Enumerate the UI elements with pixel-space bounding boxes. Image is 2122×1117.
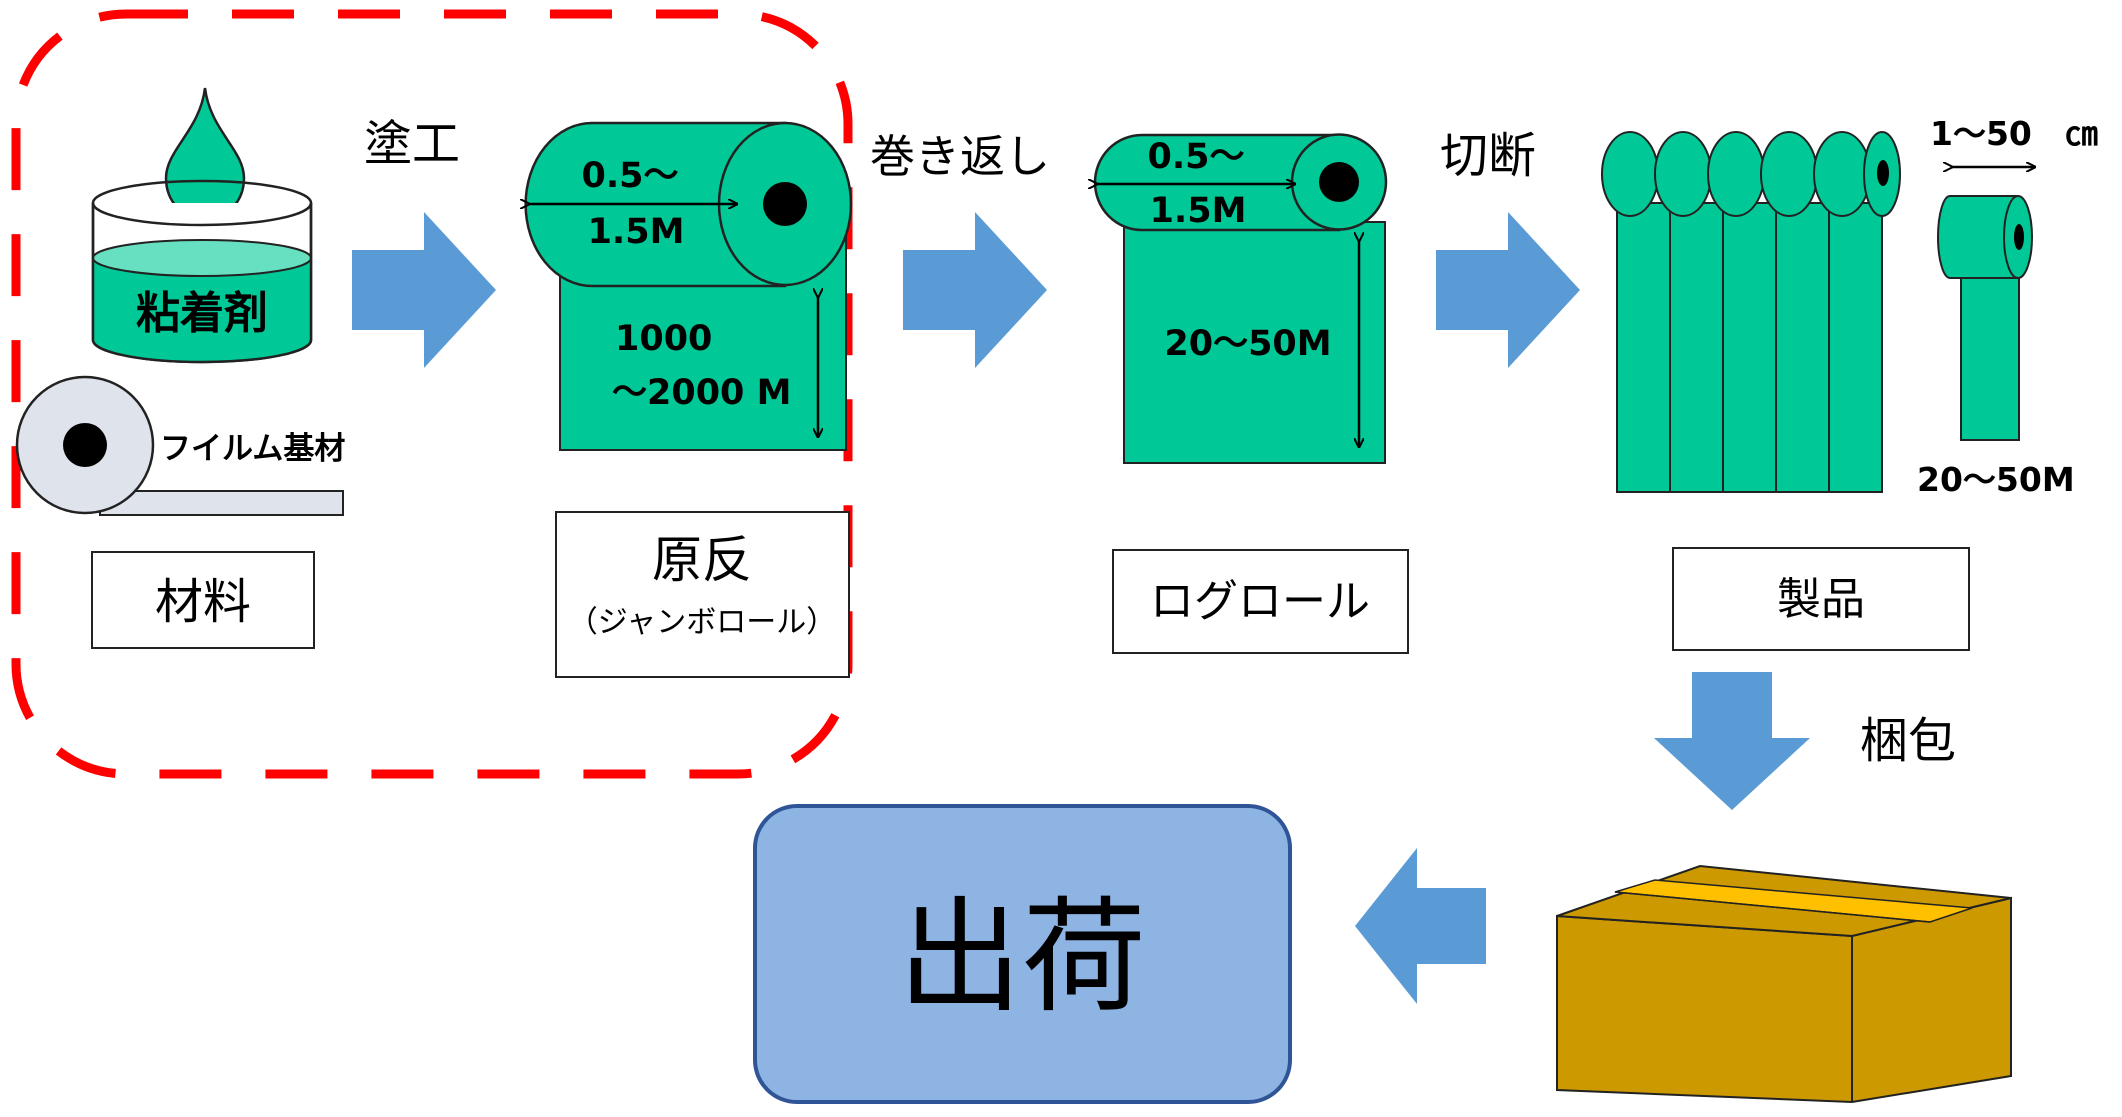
product-length-label: 20～50M bbox=[1917, 460, 2075, 499]
jumbo-roll-box-line2: （ジャンボロール） bbox=[568, 605, 837, 640]
coating-label: 塗工 bbox=[364, 116, 460, 172]
film-roll-icon bbox=[15, 375, 344, 516]
slit-rolls-icon bbox=[1601, 131, 1901, 493]
jumbo-roll-box-line1: 原反 bbox=[652, 531, 752, 589]
log-roll-box-label: ログロール bbox=[1150, 576, 1370, 627]
cardboard-box-icon bbox=[1556, 864, 2012, 1104]
packing-label: 梱包 bbox=[1860, 713, 1956, 769]
product-width-label: 1～50 ㎝ bbox=[1930, 114, 2098, 153]
jumbo-roll-box bbox=[555, 511, 850, 678]
log-width-line1: 0.5～ bbox=[1147, 137, 1244, 177]
jumbo-width-line1: 0.5～ bbox=[581, 156, 678, 196]
log-roll-box bbox=[1112, 549, 1409, 654]
ship-arrow bbox=[1355, 848, 1486, 1004]
single-product-roll-icon bbox=[1937, 195, 2033, 441]
cut-label: 切断 bbox=[1440, 128, 1536, 184]
adhesive-label: 粘着剤 bbox=[136, 288, 268, 339]
rewind-arrow bbox=[903, 212, 1047, 368]
log-length-label: 20～50M bbox=[1164, 324, 1331, 364]
material-box bbox=[91, 551, 315, 649]
cut-arrow bbox=[1436, 212, 1580, 368]
material-box-label: 材料 bbox=[155, 574, 251, 630]
product-box bbox=[1672, 547, 1970, 651]
packing-arrow bbox=[1654, 672, 1810, 810]
adhesive-container-icon bbox=[91, 179, 313, 364]
jumbo-width-line2: 1.5M bbox=[588, 212, 685, 252]
shipment-label: 出荷 bbox=[898, 886, 1146, 1030]
coating-arrow bbox=[352, 212, 496, 368]
product-box-label: 製品 bbox=[1777, 574, 1865, 625]
adhesive-drop-icon bbox=[164, 87, 246, 222]
in-house-boundary bbox=[11, 9, 853, 779]
rewind-label: 巻き返し bbox=[870, 130, 1050, 183]
shipment-box bbox=[753, 804, 1292, 1104]
jumbo-length-line2: ～2000 M bbox=[612, 373, 791, 413]
jumbo-length-line1: 1000 bbox=[615, 319, 712, 359]
film-label: フイルム基材 bbox=[160, 431, 345, 467]
log-width-line2: 1.5M bbox=[1150, 191, 1247, 231]
